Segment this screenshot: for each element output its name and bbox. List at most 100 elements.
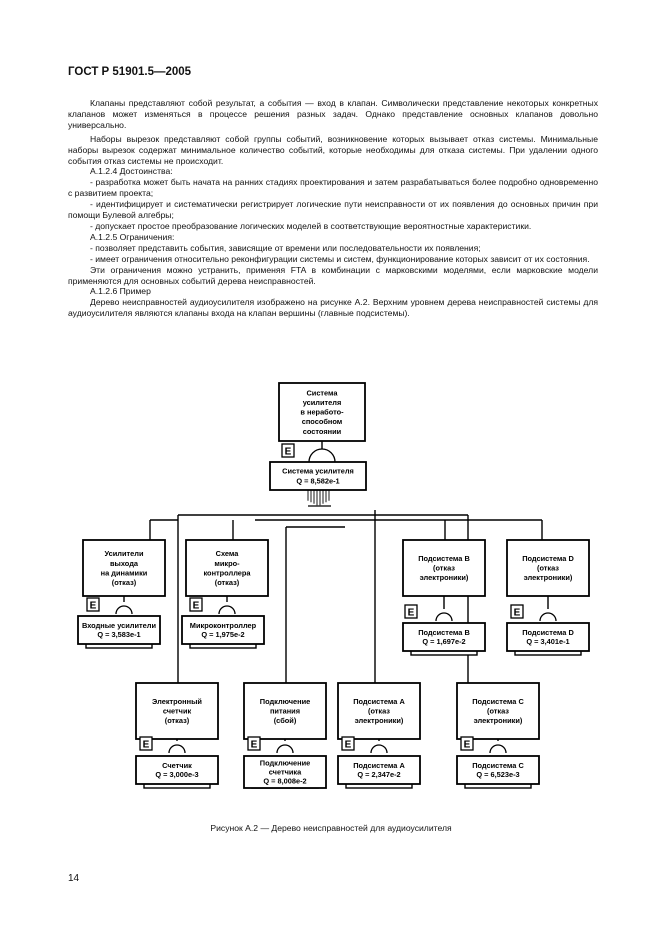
gate-type-box: [189, 597, 203, 612]
paragraph: А.1.2.5 Ограничения:: [90, 231, 175, 242]
gate-arc: [168, 744, 186, 754]
event-box: [135, 682, 219, 740]
top-gate-text: Система усилителя: [282, 467, 354, 476]
basic-event-box: [402, 622, 486, 652]
gate-type-box: [86, 597, 100, 612]
basic-event-text: Входные усилители: [82, 621, 156, 630]
gate-type-box: [247, 736, 261, 751]
basic-event-text: Подсистема A: [353, 761, 405, 770]
basic-event-text: счетчика: [269, 768, 302, 777]
event-text: Электронный: [152, 697, 202, 706]
paragraph: - идентифицирует и систематически регист…: [68, 199, 598, 221]
gate-type-letter: E: [464, 740, 471, 751]
event-text: (отказ: [433, 564, 455, 573]
event-text: Усилители: [105, 549, 144, 558]
gate-type-letter: E: [90, 601, 97, 612]
basic-event-box: [243, 755, 327, 789]
event-text: (отказ: [487, 707, 509, 716]
top-event-text: Система: [306, 388, 338, 397]
event-text: на динамики: [101, 568, 148, 577]
figure-caption: Рисунок А.2 — Дерево неисправностей для …: [210, 823, 452, 833]
event-text: Подсистема A: [353, 697, 405, 706]
top-event-text: состоянии: [303, 427, 342, 436]
gate-type-letter: E: [408, 608, 415, 619]
gate-type-letter: E: [514, 608, 521, 619]
event-text: (отказ): [165, 716, 190, 725]
paragraph: - позволяет представить события, зависящ…: [90, 242, 481, 253]
gate-type-box: [510, 604, 524, 619]
top-event-text: усилителя: [303, 398, 342, 407]
gate-type-box: [341, 736, 355, 751]
gate-type-box: [460, 736, 474, 751]
basic-event-text: Подсистема D: [522, 628, 574, 637]
event-box: [185, 539, 269, 597]
gate-arc: [115, 605, 133, 615]
top-gate-text: Q = 8,582е-1: [296, 477, 339, 486]
event-text: электроники): [524, 573, 573, 582]
page-header: ГОСТ Р 51901.5—2005: [68, 66, 192, 78]
event-text: Подключение: [260, 697, 310, 706]
event-text: (отказ): [112, 578, 137, 587]
basic-event-text: Микроконтроллер: [190, 621, 257, 630]
basic-event-box: [135, 755, 219, 785]
basic-event-text: Q = 3,000е-3: [155, 770, 198, 779]
event-text: выхода: [110, 559, 139, 568]
basic-event-text: Счетчик: [162, 761, 192, 770]
basic-event-text: Q = 2,347е-2: [357, 770, 400, 779]
basic-event-text: Q = 1,697е-2: [422, 637, 465, 646]
top-gate-box: [269, 461, 367, 491]
basic-event-text: Q = 3,583е-1: [97, 630, 140, 639]
event-text: (отказ: [537, 564, 559, 573]
basic-event-box: [506, 622, 590, 652]
basic-event-text: Подсистема C: [472, 761, 524, 770]
paragraph: Наборы вырезок представляют собой группы…: [68, 133, 598, 166]
gate-type-letter: E: [143, 740, 150, 751]
event-text: (отказ): [215, 578, 240, 587]
basic-event-text: Q = 8,008е-2: [263, 777, 306, 786]
event-text: Подсистема B: [418, 554, 470, 563]
paragraph: Клапаны представляют собой результат, а …: [68, 98, 598, 130]
gate-type-box: [404, 604, 418, 619]
event-text: (отказ: [368, 707, 390, 716]
event-text: электроники): [355, 716, 404, 725]
gate-arc: [218, 605, 236, 615]
paragraph: А.1.2.6 Пример: [90, 286, 151, 297]
paragraph: - разработка может быть начата на ранних…: [68, 177, 598, 199]
event-text: счетчик: [163, 707, 192, 716]
basic-event-box: [77, 615, 161, 645]
top-event-text: в неработо-: [300, 408, 344, 417]
event-box: [506, 539, 590, 597]
paragraph: - имеет ограничения относительно реконфи…: [90, 253, 590, 264]
event-text: Подсистема D: [522, 554, 574, 563]
paragraph: Дерево неисправностей аудиоусилителя изо…: [68, 297, 598, 319]
paragraph: А.1.2.4 Достоинства:: [90, 166, 173, 177]
paragraph: - допускает простое преобразование логич…: [90, 220, 532, 231]
gate-type-letter: E: [251, 740, 258, 751]
basic-event-text: Подсистема B: [418, 628, 470, 637]
top-gate-type-box: [281, 443, 295, 458]
top-event-text: способном: [302, 417, 343, 426]
event-box: [456, 682, 540, 740]
event-box: [82, 539, 166, 597]
top-gate-type-letter: E: [285, 447, 292, 458]
event-text: (сбой): [274, 716, 297, 725]
gate-type-letter: E: [345, 740, 352, 751]
basic-event-text: Q = 1,975е-2: [201, 630, 244, 639]
gate-arc: [435, 612, 453, 622]
event-text: микро-: [214, 559, 240, 568]
basic-event-box: [337, 755, 421, 785]
basic-event-box: [181, 615, 265, 645]
event-text: Схема: [216, 549, 240, 558]
event-text: контроллера: [203, 568, 251, 577]
event-box: [402, 539, 486, 597]
event-text: Подсистема C: [472, 697, 524, 706]
gate-type-box: [139, 736, 153, 751]
event-text: питания: [270, 707, 300, 716]
page-number: 14: [68, 873, 80, 884]
event-box: [337, 682, 421, 740]
gate-arc: [370, 744, 388, 754]
top-gate-arc: [308, 448, 336, 463]
event-text: электроники): [474, 716, 523, 725]
event-box: [243, 682, 327, 740]
